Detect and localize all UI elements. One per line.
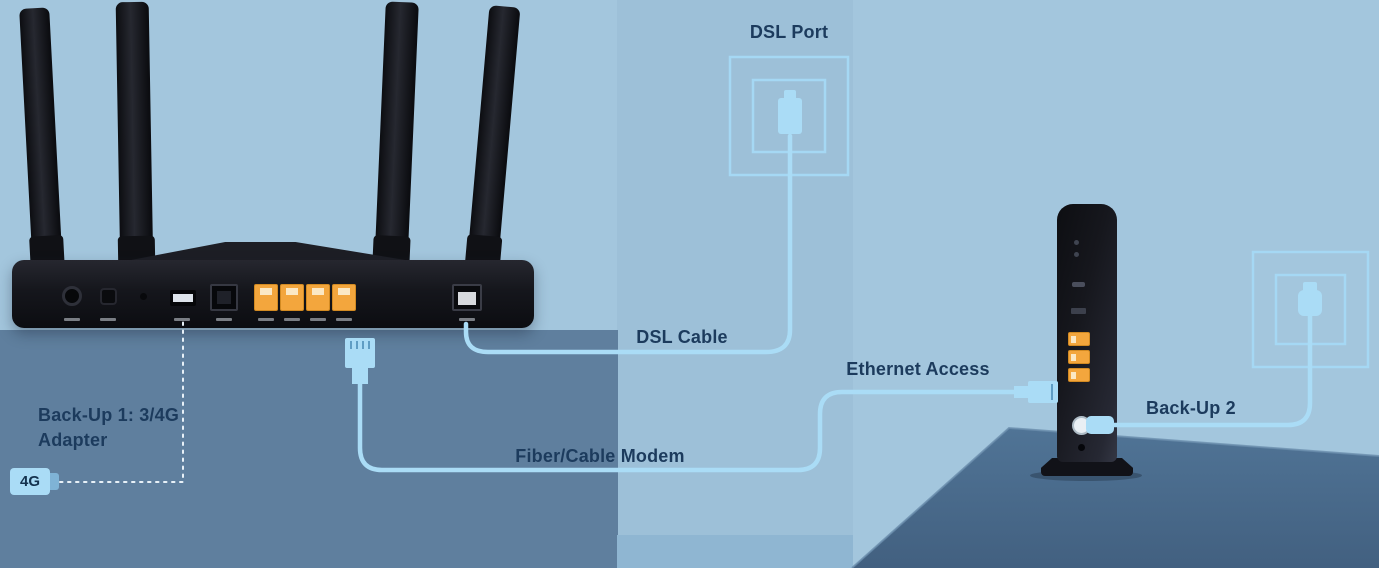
power-jack-port [62, 286, 82, 306]
modem-lan-port-3 [1068, 368, 1090, 382]
wan-port [210, 284, 238, 311]
modem-button [1072, 282, 1085, 287]
backup2-wall-outlet [1251, 250, 1370, 369]
port-label-mark [459, 318, 475, 321]
label-backup1-line1: Back-Up 1: 3/4G [38, 405, 180, 425]
label-fiber-cable-modem: Fiber/Cable Modem [515, 446, 685, 466]
label-backup1-line2: Adapter [38, 430, 108, 450]
usb-port [170, 290, 196, 306]
label-backup2: Back-Up 2 [1146, 398, 1236, 418]
lan-port-2 [280, 284, 304, 311]
label-dsl-cable: DSL Cable [636, 327, 728, 347]
power-button [100, 288, 117, 305]
modem-reset-hole [1078, 444, 1085, 451]
router-antenna-icon [466, 5, 521, 271]
port-label-mark [174, 318, 190, 321]
floor-strip [617, 535, 853, 568]
router-antenna-icon [374, 1, 419, 271]
port-label-mark [284, 318, 300, 321]
modem-dsl-jack [1072, 416, 1091, 435]
dsl-port-router [452, 284, 482, 311]
lan-port-1 [254, 284, 278, 311]
modem-lan-port-2 [1068, 350, 1090, 364]
lan-port-3 [306, 284, 330, 311]
4g-adapter: 4G [10, 468, 59, 495]
lan-port-4 [332, 284, 356, 311]
modem-led [1074, 252, 1079, 257]
port-label-mark [64, 318, 80, 321]
modem-lan-port-1 [1068, 332, 1090, 346]
port-label-mark [216, 318, 232, 321]
port-label-mark [310, 318, 326, 321]
port-label-mark [100, 318, 116, 321]
background-band [617, 0, 853, 568]
router-antenna-icon [19, 7, 63, 271]
label-dsl-port: DSL Port [749, 22, 829, 42]
4g-adapter-label: 4G [19, 473, 40, 490]
port-label-mark [258, 318, 274, 321]
modem-base [1041, 458, 1133, 476]
ethernet-plug-modem-icon [1014, 381, 1058, 403]
phone-plug-icon [1298, 282, 1322, 316]
backup2-wall-outlet-inner [1274, 273, 1347, 346]
reset-hole [140, 293, 147, 300]
label-ethernet-access: Ethernet Access [846, 359, 990, 379]
modem-led [1074, 240, 1079, 245]
port-label-mark [336, 318, 352, 321]
modem-usb-port [1071, 308, 1086, 314]
router-antenna-icon [115, 1, 154, 271]
label-backup1: Back-Up 1: 3/4G Adapter [38, 403, 268, 453]
router-device [12, 260, 534, 328]
